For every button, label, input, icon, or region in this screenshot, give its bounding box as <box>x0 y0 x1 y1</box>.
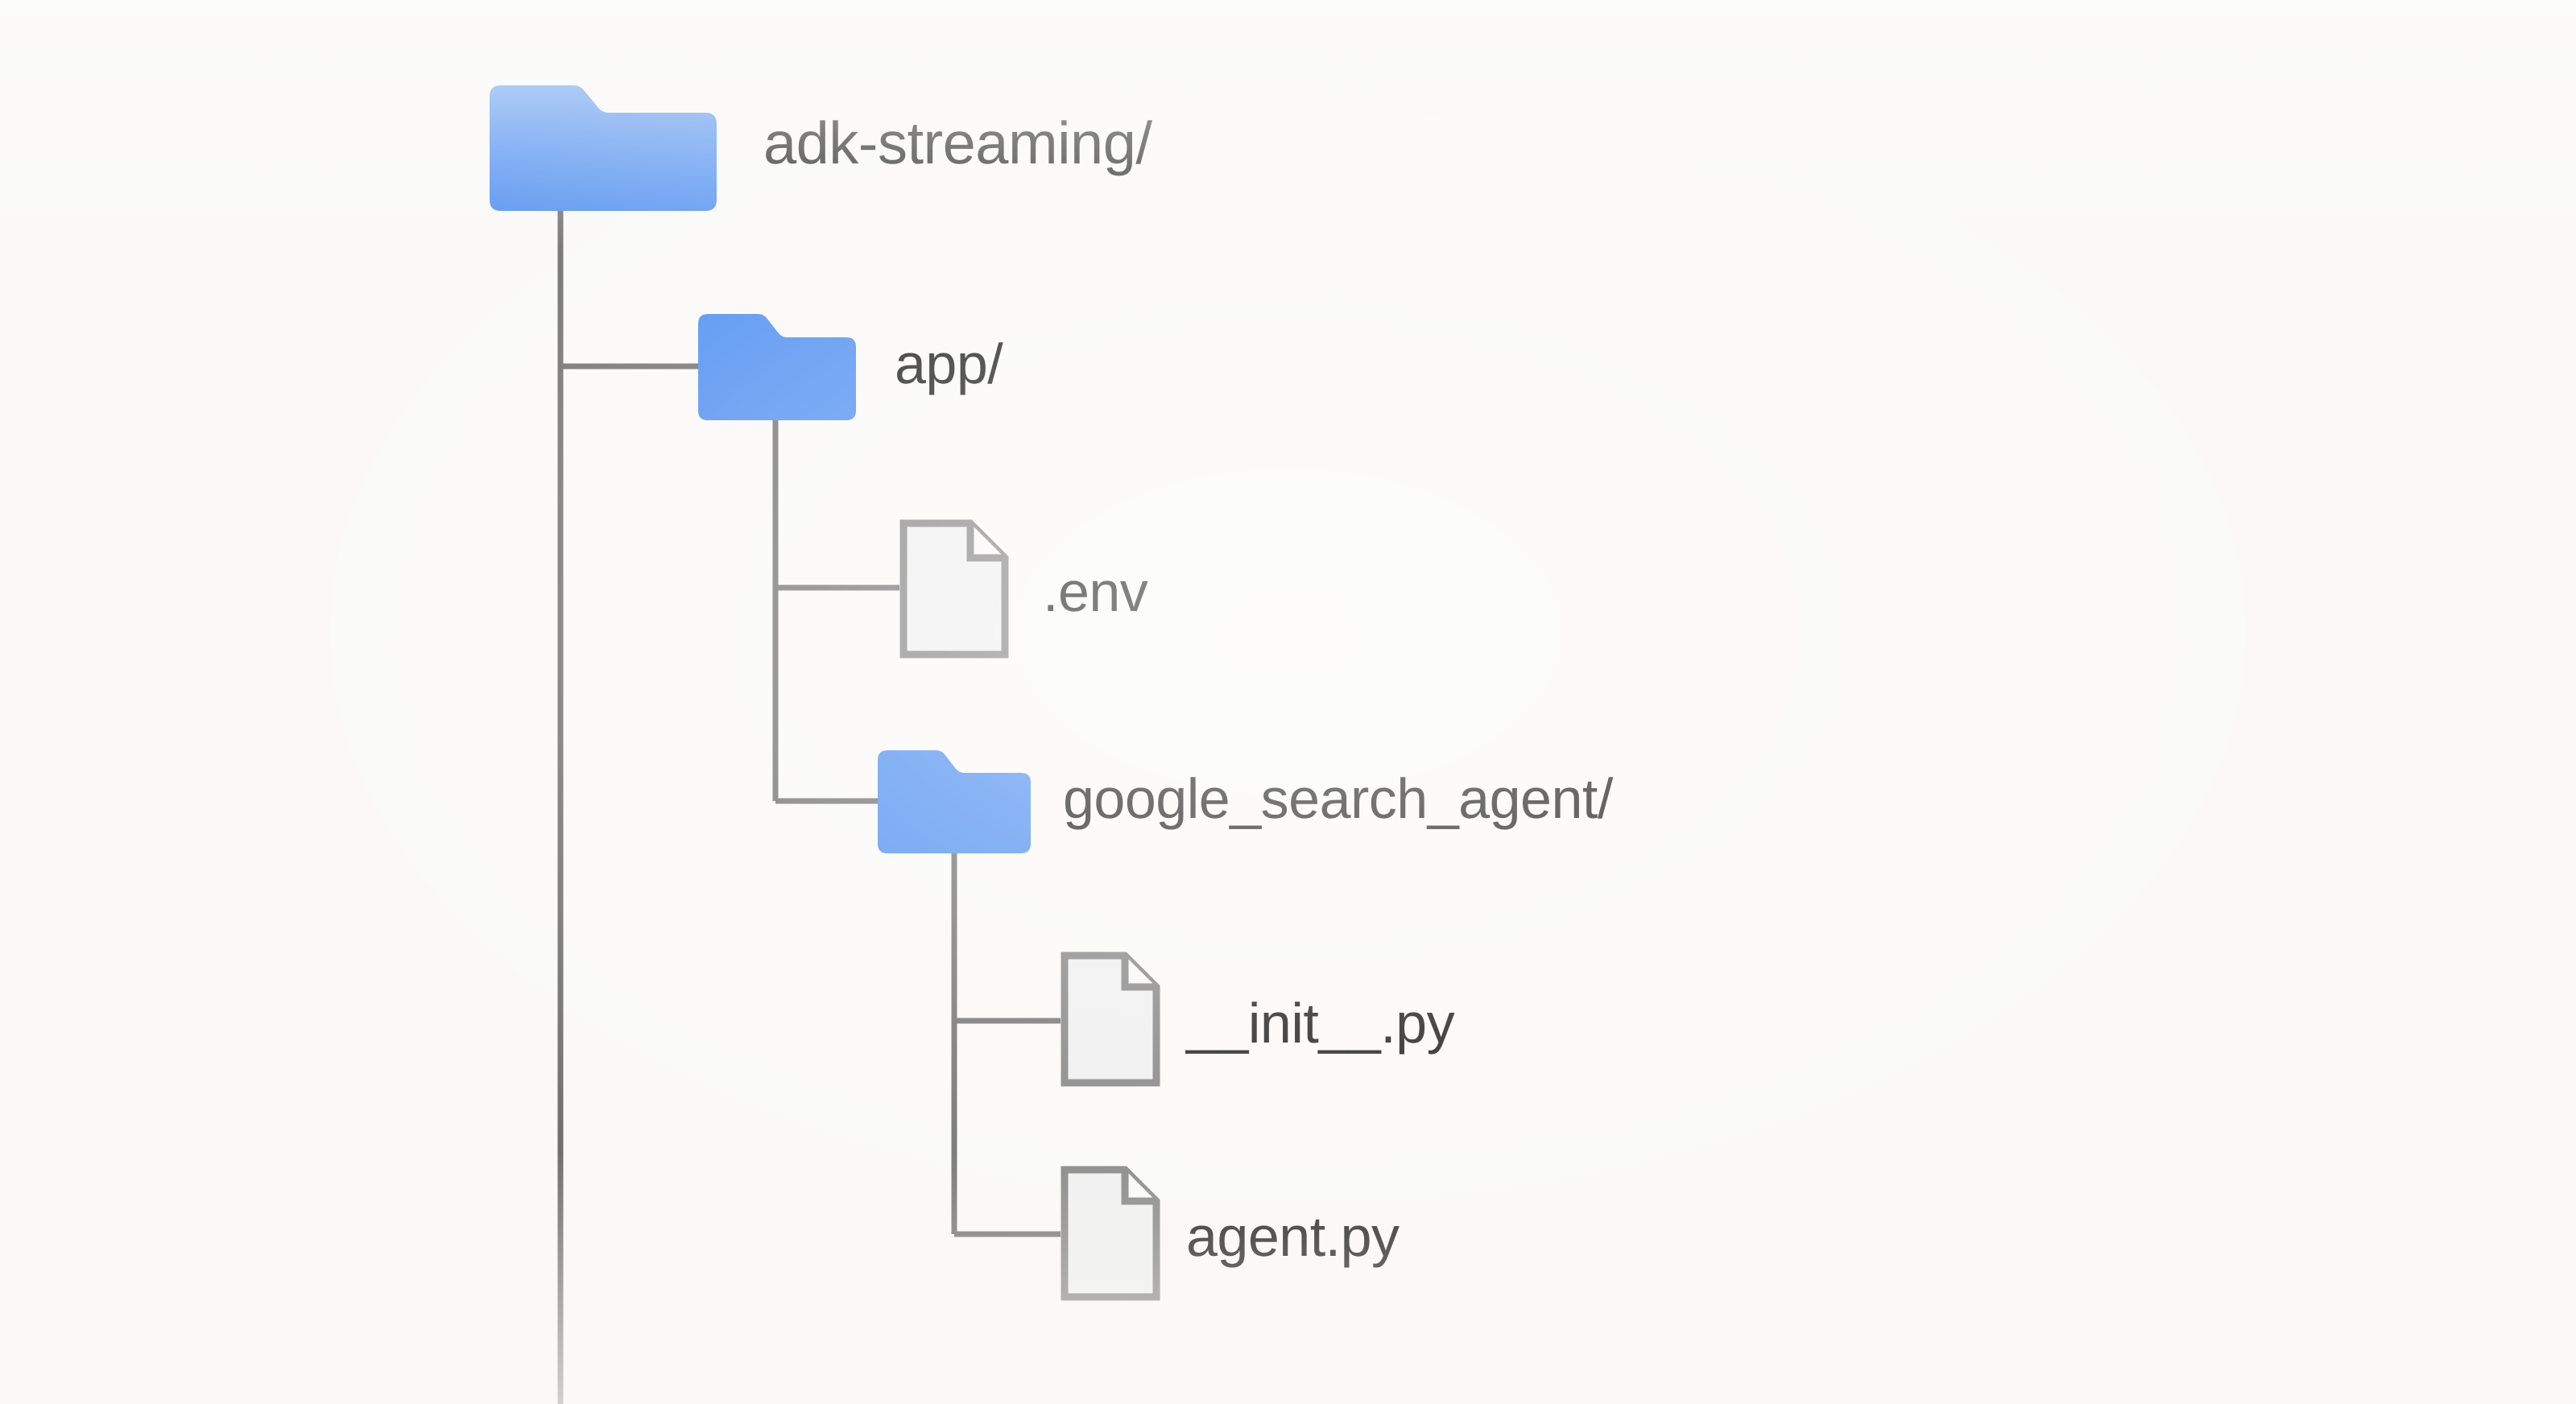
file-icon <box>1061 952 1160 1091</box>
tree-node-label: .env <box>1043 560 1148 623</box>
tree-node-agent-py[interactable]: agent.py <box>1061 1166 1400 1305</box>
folder-icon <box>878 741 1031 857</box>
tree-node-env[interactable]: .env <box>899 519 1148 663</box>
tree-node-label: adk-streaming/ <box>763 109 1152 176</box>
tree-node-adk-streaming[interactable]: adk-streaming/ <box>490 74 1152 215</box>
tree-node-label: google_search_agent/ <box>1063 766 1613 830</box>
tree-node-label: app/ <box>895 332 1003 395</box>
tree-node-google-search-agent[interactable]: google_search_agent/ <box>878 741 1613 857</box>
tree-node-init-py[interactable]: __init__.py <box>1061 952 1455 1091</box>
tree-node-label: agent.py <box>1186 1204 1400 1268</box>
folder-icon <box>698 304 856 424</box>
folder-icon <box>490 74 717 215</box>
file-icon <box>1061 1166 1160 1305</box>
tree-node-label: __init__.py <box>1186 991 1455 1055</box>
file-icon <box>899 519 1009 663</box>
tree-node-app[interactable]: app/ <box>698 304 1003 424</box>
